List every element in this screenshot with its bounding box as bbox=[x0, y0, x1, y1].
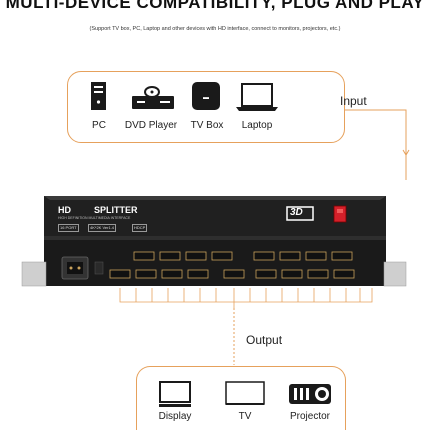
output-label: Output bbox=[246, 333, 283, 347]
hdmi-ports-top bbox=[133, 251, 353, 261]
input-connector bbox=[345, 109, 407, 180]
tv-icon bbox=[225, 381, 265, 405]
splitter-tag-hdcp: HDCP bbox=[132, 224, 148, 232]
splitter-brand: HD bbox=[58, 205, 71, 215]
badge-3d: 3D bbox=[290, 207, 303, 218]
input-label: Input bbox=[340, 94, 367, 108]
splitter-tag-resolution: 4K*2K Ver1.4 bbox=[88, 224, 117, 232]
device-label-projector: Projector bbox=[289, 411, 330, 422]
device-label-display: Display bbox=[158, 411, 192, 422]
laptop-icon bbox=[236, 83, 278, 111]
input-arrow bbox=[402, 149, 410, 156]
badge-3d-frame bbox=[286, 206, 314, 221]
device-label-pc: PC bbox=[92, 120, 106, 131]
splitter-tag-ports: 16 PORT bbox=[58, 224, 79, 232]
device-label-laptop: Laptop bbox=[241, 120, 273, 131]
headline: MULTI-DEVICE COMPATIBILITY, PLUG AND PLA… bbox=[5, 0, 425, 12]
subtitle: (Support TV box, PC, Laptop and other de… bbox=[89, 26, 341, 32]
dvd-player-icon bbox=[132, 86, 174, 109]
device-label-dvd-player: DVD Player bbox=[124, 120, 178, 131]
svg-text:▬: ▬ bbox=[203, 95, 209, 101]
display-icon bbox=[159, 381, 191, 407]
splitter-name: SPLITTER bbox=[94, 205, 138, 215]
splitter-tagline: HIGH DEFINITION MULTIMEDIA INTERFACE bbox=[58, 216, 131, 220]
output-cable-fan bbox=[119, 288, 373, 310]
device-label-tv-box: TV Box bbox=[190, 120, 224, 131]
pc-tower-icon bbox=[91, 82, 106, 110]
tv-box-icon: ▬ bbox=[192, 82, 220, 110]
splitter-front-panel bbox=[44, 196, 386, 236]
device-label-tv: TV bbox=[238, 411, 252, 422]
projector-icon bbox=[289, 384, 331, 404]
hdmi-ports-bottom bbox=[109, 269, 355, 279]
